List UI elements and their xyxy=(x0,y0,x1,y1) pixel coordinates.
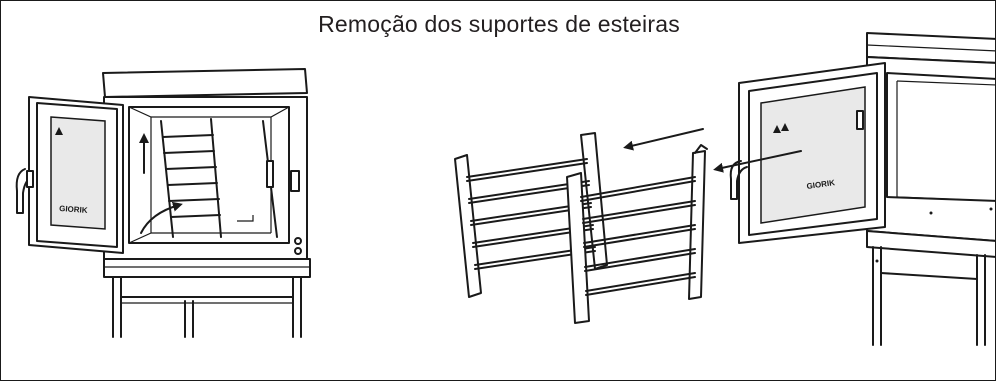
oven-side-view: GIORIK xyxy=(713,32,995,346)
tray-rack-left xyxy=(160,118,222,238)
brand-label-right: GIORIK xyxy=(806,178,836,191)
warning-icon xyxy=(55,127,63,135)
removed-rack-supports xyxy=(454,128,708,324)
oven-open-door: GIORIK xyxy=(15,68,311,338)
page-title: Remoção dos suportes de esteiras xyxy=(318,11,680,37)
warning-icon xyxy=(773,125,781,133)
tray-rack-front xyxy=(566,144,708,324)
brand-label: GIORIK xyxy=(59,204,88,215)
oven-door-right: GIORIK xyxy=(729,62,886,244)
oven-door-left: GIORIK xyxy=(15,96,124,254)
left-arrow-icon xyxy=(713,150,802,173)
curved-arrow-icon xyxy=(140,201,183,234)
left-arrow-icon xyxy=(623,128,704,151)
